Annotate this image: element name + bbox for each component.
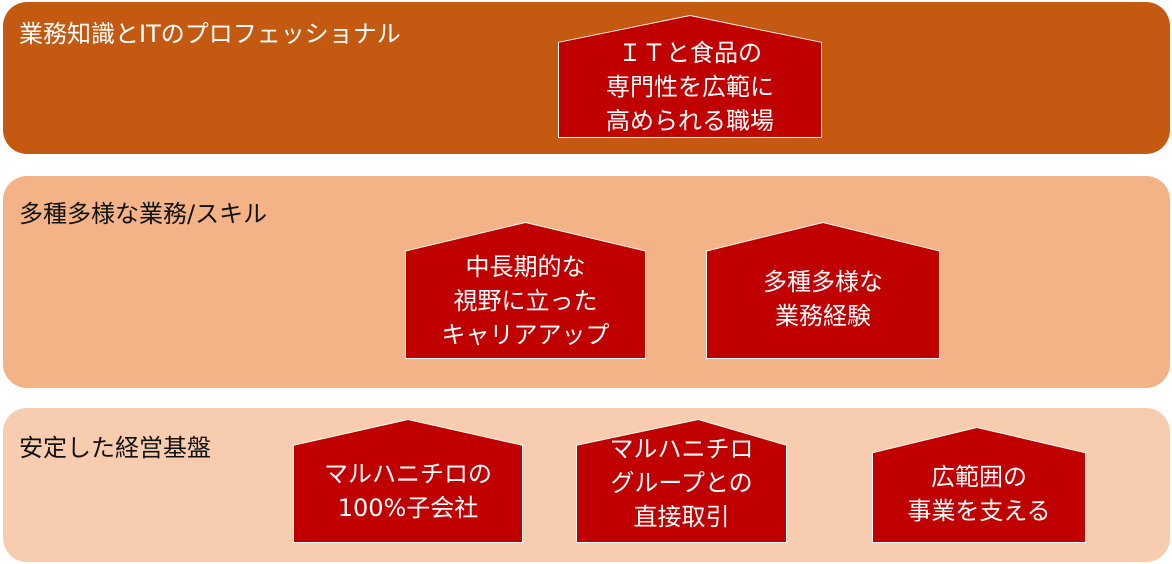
house-label: マルハニチロ グループとの 直接取引 [577,420,786,542]
house-direct-trade: マルハニチロ グループとの 直接取引 [576,419,787,543]
house-experience: 多種多様な 業務経験 [706,222,940,359]
tier-title: 多種多様な業務/スキル [19,200,268,228]
house-it-food: ＩＴと食品の 専門性を広範に 高められる職場 [558,15,822,138]
house-subsidiary: マルハニチロの 100%子会社 [293,419,523,543]
tier-title: 安定した経営基盤 [19,434,211,462]
house-label: 広範囲の 事業を支える [873,428,1085,542]
house-label: 中長期的な 視野に立った キャリアアップ [406,223,645,358]
house-career: 中長期的な 視野に立った キャリアアップ [405,222,646,359]
tier-title: 業務知識とITのプロフェッショナル [19,20,401,48]
house-wide-business: 広範囲の 事業を支える [872,427,1086,543]
house-label: 多種多様な 業務経験 [707,223,939,358]
house-label: マルハニチロの 100%子会社 [294,420,522,542]
house-label: ＩＴと食品の 専門性を広範に 高められる職場 [559,16,821,137]
